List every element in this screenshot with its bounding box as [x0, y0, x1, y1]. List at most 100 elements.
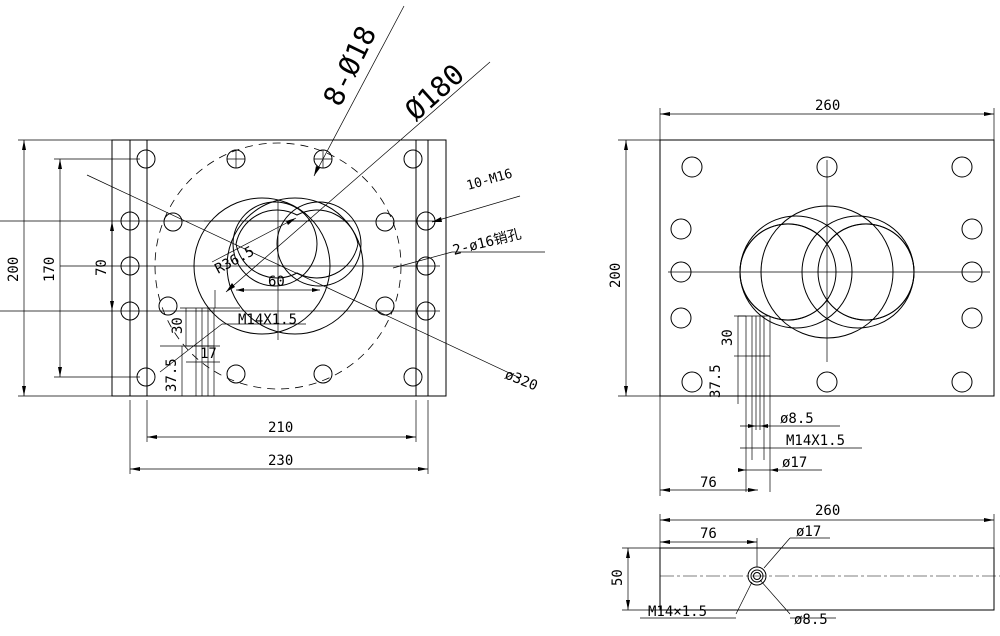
front-leader-2-d16: [392, 251, 453, 269]
bottom-view: 260 76 ø17 50 M14×1.5 ø8.5: [610, 503, 1000, 628]
front-label-17: 17: [200, 346, 217, 362]
front-label-2-d16-pin: 2-ø16销孔: [451, 226, 523, 258]
side-hole: [961, 261, 983, 283]
front-view: 8-Ø18 Ø180 10-M16 2-ø16销孔 R36.5 60 M14X1…: [0, 5, 545, 474]
front-leader-r36-5: [211, 217, 297, 263]
arrow: [738, 468, 746, 472]
bottom-leader-d8-5: [759, 579, 791, 615]
bottom-plate-outer: [659, 547, 995, 611]
front-label-d320: ø320: [503, 367, 540, 394]
arrow: [110, 221, 114, 231]
arrow: [624, 140, 628, 150]
side-hole: [681, 156, 703, 178]
arrow: [660, 540, 670, 544]
bottom-port-thread: [750, 569, 764, 583]
arrow: [747, 540, 757, 544]
side-hole: [961, 218, 983, 240]
bottom-label-d8-5: ø8.5: [794, 612, 828, 628]
side-bore-envelope: [760, 205, 894, 339]
arrow: [432, 217, 442, 222]
front-hole: [403, 367, 423, 387]
front-label-30: 30: [170, 317, 186, 334]
arrow: [748, 488, 758, 492]
front-label-d180: Ø180: [399, 58, 471, 128]
side-hole: [670, 218, 692, 240]
front-label-10-m16: 10-M16: [465, 166, 514, 193]
side-hole: [670, 261, 692, 283]
side-port-lines: [738, 315, 771, 492]
front-hole: [120, 211, 140, 231]
front-label-r36-5: R36.5: [212, 244, 257, 278]
front-label-8-d18: 8-Ø18: [317, 21, 384, 111]
front-hole: [163, 212, 183, 232]
bottom-leader-d17: [763, 537, 791, 569]
arrow: [760, 424, 768, 428]
side-hole: [816, 156, 838, 178]
front-leader-10-m16: [431, 195, 521, 223]
arrow: [22, 140, 26, 150]
arrow: [22, 386, 26, 396]
bottom-port-inner: [753, 572, 761, 580]
front-leader-8-d18: [313, 5, 405, 177]
arrow: [660, 488, 670, 492]
side-view: 260 200 30 37.5 ø8.5 M14X1.5 ø17 76: [608, 98, 995, 496]
front-label-60: 60: [268, 274, 285, 290]
bottom-label-m14-thread: M14×1.5: [648, 604, 707, 620]
front-hole: [313, 364, 333, 384]
arrow: [660, 518, 670, 522]
front-hole: [226, 364, 246, 384]
side-label-76: 76: [700, 475, 717, 491]
bottom-label-d17: ø17: [796, 524, 821, 540]
arrow: [660, 112, 670, 116]
front-hole: [403, 149, 423, 169]
front-label-210: 210: [268, 420, 293, 436]
arrow: [130, 467, 140, 471]
arrow: [984, 112, 994, 116]
front-bore-outer-left: [232, 201, 318, 287]
arrow: [624, 386, 628, 396]
front-label-70: 70: [94, 259, 110, 276]
arrow: [147, 435, 157, 439]
front-bore-outer-right: [276, 201, 362, 287]
side-hole: [961, 307, 983, 329]
bottom-label-260: 260: [815, 503, 840, 519]
arrow: [58, 367, 62, 377]
arrow: [314, 166, 320, 176]
side-plate-outer: [659, 139, 995, 397]
side-label-200: 200: [608, 263, 624, 288]
arrow: [406, 435, 416, 439]
bottom-label-76: 76: [700, 526, 717, 542]
side-hole: [951, 371, 973, 393]
side-hole: [670, 307, 692, 329]
arrow: [626, 548, 630, 558]
arrow: [58, 159, 62, 169]
side-label-30: 30: [720, 329, 736, 346]
arrow: [236, 288, 244, 292]
side-label-d8-5: ø8.5: [780, 411, 814, 427]
front-hole: [375, 212, 395, 232]
front-figure8-profile: [235, 209, 359, 279]
arrow: [226, 283, 235, 292]
front-hole: [375, 296, 395, 316]
front-hole: [120, 301, 140, 321]
arrow: [110, 301, 114, 311]
side-label-37-5: 37.5: [708, 364, 724, 398]
front-label-230: 230: [268, 453, 293, 469]
arrow: [770, 468, 778, 472]
front-plate-outer: [111, 139, 447, 397]
front-label-37-5: 37.5: [164, 358, 180, 392]
front-hole: [416, 301, 436, 321]
front-label-m14-thread: M14X1.5: [238, 312, 297, 328]
front-hole: [416, 256, 436, 276]
side-hole: [681, 371, 703, 393]
side-hole: [951, 156, 973, 178]
front-port-lines: [180, 290, 240, 396]
front-leader-d180: [225, 61, 491, 293]
front-leader-d320: [86, 174, 521, 379]
arrow: [748, 424, 756, 428]
arrow: [626, 600, 630, 610]
arrow: [286, 218, 296, 225]
side-label-260: 260: [815, 98, 840, 114]
bottom-leader-m14: [735, 581, 753, 615]
